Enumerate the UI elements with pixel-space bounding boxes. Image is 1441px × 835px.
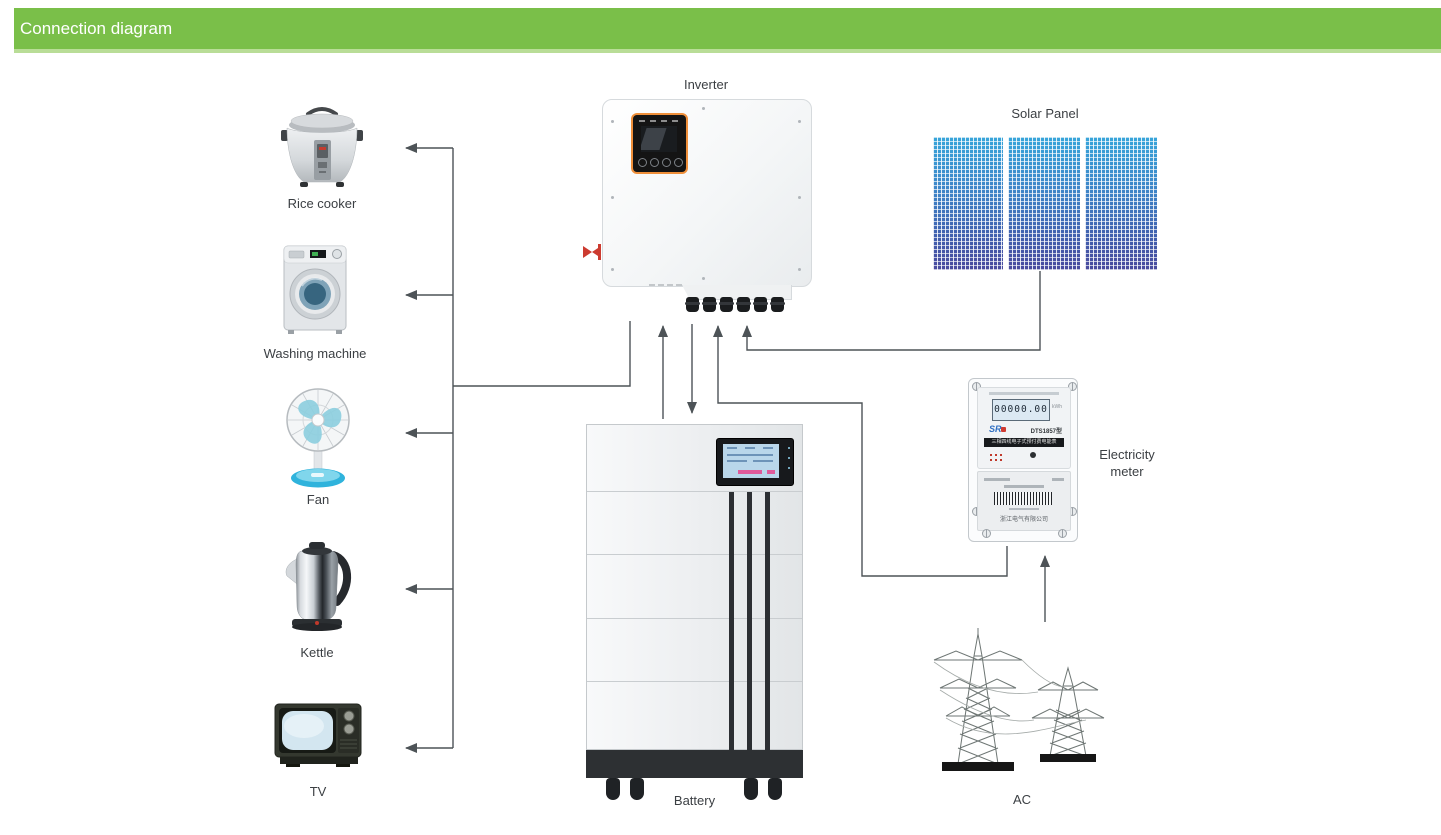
inverter-display: [631, 113, 688, 174]
inverter-label: Inverter: [683, 77, 729, 92]
fan-image: [286, 388, 350, 488]
solar-panel-module: [1085, 137, 1157, 270]
fan-label: Fan: [306, 492, 330, 507]
meter-lcd-unit: kWh: [1052, 404, 1062, 410]
solar-panel-label: Solar Panel: [1011, 106, 1079, 121]
header-bar: Connection diagram: [14, 8, 1441, 53]
arrow-meter-to-inverter: [713, 325, 1008, 577]
arrow-solar-to-inverter: [742, 271, 1041, 351]
tv-image: [274, 703, 362, 767]
inverter-button-down: [662, 158, 671, 167]
meter-model: DTS1857型: [1030, 429, 1062, 435]
meter-display-panel: 00000.00 kWh SR DTS1857型 三相四线电子式预付费电能表: [977, 387, 1071, 469]
inverter-connector: [719, 297, 734, 312]
electricity-meter-label: Electricity meter: [1099, 447, 1155, 479]
page-title: Connection diagram: [20, 19, 173, 38]
meter-brand-dot: [1001, 427, 1006, 432]
inverter: Inverter: [580, 77, 812, 322]
battery-wheel: [630, 778, 644, 800]
solar-panel-module: [933, 137, 1003, 270]
inverter-connector: [685, 297, 700, 312]
meter-brand: SR: [989, 424, 1002, 434]
appliance-washing-machine: Washing machine: [252, 242, 378, 364]
battery-wheel: [606, 778, 620, 800]
appliance-kettle: Kettle: [261, 537, 373, 663]
meter-type-text: 三相四线电子式预付费电能表: [984, 438, 1064, 447]
line-inverter-to-loads: [453, 321, 631, 387]
battery: Battery: [586, 424, 803, 816]
washing-machine-label: Washing machine: [263, 346, 367, 361]
inverter-connector: [770, 297, 785, 312]
ac-grid: AC: [926, 596, 1118, 816]
battery-wheel: [768, 778, 782, 800]
inverter-button-enter: [638, 158, 647, 167]
battery-label: Battery: [673, 793, 716, 808]
kettle-image: [285, 542, 352, 631]
inverter-connector: [753, 297, 768, 312]
meter-barcode: [994, 492, 1052, 505]
meter-company: 浙江电气有限公司: [999, 517, 1048, 523]
inverter-display-menu-text: [639, 120, 679, 122]
appliance-fan: Fan: [262, 384, 374, 510]
meter-button: [1030, 452, 1036, 458]
inverter-connector: [736, 297, 751, 312]
solar-panel-module: [1008, 137, 1080, 270]
ac-grid-label: AC: [1012, 792, 1032, 807]
battery-base: [586, 750, 803, 778]
appliance-tv: TV: [262, 702, 374, 802]
meter-nameplate: 浙江电气有限公司: [977, 471, 1071, 531]
electricity-meter: 00000.00 kWh SR DTS1857型 三相四线电子式预付费电能表 浙…: [968, 378, 1078, 542]
tv-label: TV: [309, 784, 327, 799]
rice-cooker-image: [281, 107, 363, 187]
inverter-connector: [702, 297, 717, 312]
inverter-valve-icon: [583, 244, 601, 260]
inverter-screen: [641, 126, 677, 152]
washing-machine-image: [283, 245, 347, 334]
electricity-meter-body: 00000.00 kWh SR DTS1857型 三相四线电子式预付费电能表 浙…: [968, 378, 1078, 542]
battery-wheel: [744, 778, 758, 800]
inverter-button-esc: [674, 158, 683, 167]
kettle-label: Kettle: [300, 645, 334, 660]
inverter-body: [602, 99, 812, 287]
inverter-button-up: [650, 158, 659, 167]
meter-lcd-value: 00000.00: [992, 399, 1050, 421]
battery-screen: [716, 438, 794, 486]
appliance-rice-cooker: Rice cooker: [266, 104, 378, 216]
ac-towers-image: [933, 628, 1105, 771]
battery-body: [586, 424, 803, 751]
rice-cooker-label: Rice cooker: [287, 196, 357, 211]
solar-panel: Solar Panel: [933, 106, 1157, 270]
